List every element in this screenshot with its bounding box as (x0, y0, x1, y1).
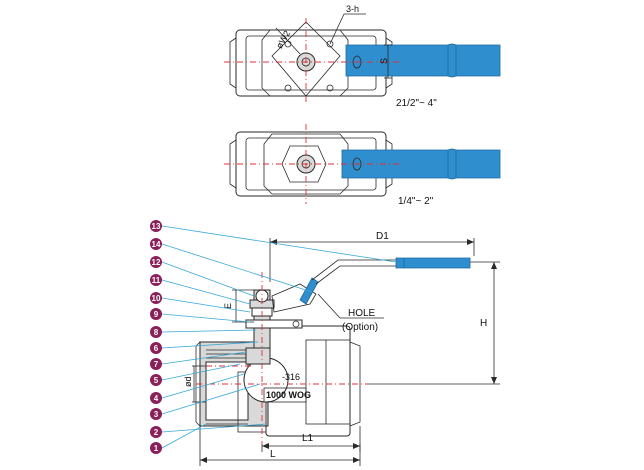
dim-od: ød (183, 376, 193, 387)
thread-hatch (206, 349, 248, 425)
dim-d1: D1 (376, 231, 389, 242)
balloon-11-label: 11 (152, 276, 161, 285)
balloon-3-label: 3 (154, 410, 159, 419)
bolt-hole-label: 3-h (346, 4, 359, 14)
balloon-4-label: 4 (154, 394, 159, 403)
balloon-9: 9 (150, 308, 162, 320)
balloon-13: 13 (150, 220, 162, 232)
balloon-7: 7 (150, 358, 162, 370)
hole-option-label: (Option) (342, 322, 378, 333)
part-balloons: 13 14 12 11 10 9 8 6 7 5 4 3 2 1 (150, 220, 397, 454)
balloon-10: 10 (150, 292, 162, 304)
dim-l: L (270, 449, 276, 460)
hole-label: HOLE (348, 308, 376, 319)
balloon-4: 4 (150, 392, 162, 404)
top-view-small: 1/4"~ 2" (224, 124, 501, 207)
balloon-5: 5 (150, 374, 162, 386)
balloon-8-label: 8 (154, 328, 159, 337)
balloon-2: 2 (150, 426, 162, 438)
balloon-10-label: 10 (152, 294, 161, 303)
balloon-7-label: 7 (154, 360, 159, 369)
balloon-12: 12 (150, 256, 162, 268)
balloon-14-label: 14 (152, 240, 161, 249)
balloon-14: 14 (150, 238, 162, 250)
large-size-range-label: 21/2"~ 4" (396, 98, 437, 109)
section-view: -316 1000 WOG D1 H L L1 E (183, 231, 500, 466)
balloon-3: 3 (150, 408, 162, 420)
balloon-8: 8 (150, 326, 162, 338)
balloon-1: 1 (150, 442, 162, 454)
pressure-mark: 1000 WOG (266, 390, 311, 400)
balloon-9-label: 9 (154, 310, 159, 319)
balloon-12-label: 12 (152, 258, 161, 267)
balloon-6: 6 (150, 342, 162, 354)
top-view-large: 3-h øW2 S 21/2"~ 4" (224, 4, 501, 109)
balloon-13-label: 13 (152, 222, 161, 231)
balloon-5-label: 5 (154, 376, 159, 385)
small-size-range-label: 1/4"~ 2" (398, 196, 434, 207)
dim-h: H (480, 318, 487, 329)
material-mark: -316 (282, 372, 300, 382)
dim-l1: L1 (302, 433, 314, 444)
stem-width-label: S (379, 58, 389, 64)
balloon-11: 11 (150, 274, 162, 286)
dim-e: E (223, 303, 233, 309)
balloon-6-label: 6 (154, 344, 159, 353)
balloon-2-label: 2 (154, 428, 159, 437)
balloon-1-label: 1 (154, 444, 159, 453)
